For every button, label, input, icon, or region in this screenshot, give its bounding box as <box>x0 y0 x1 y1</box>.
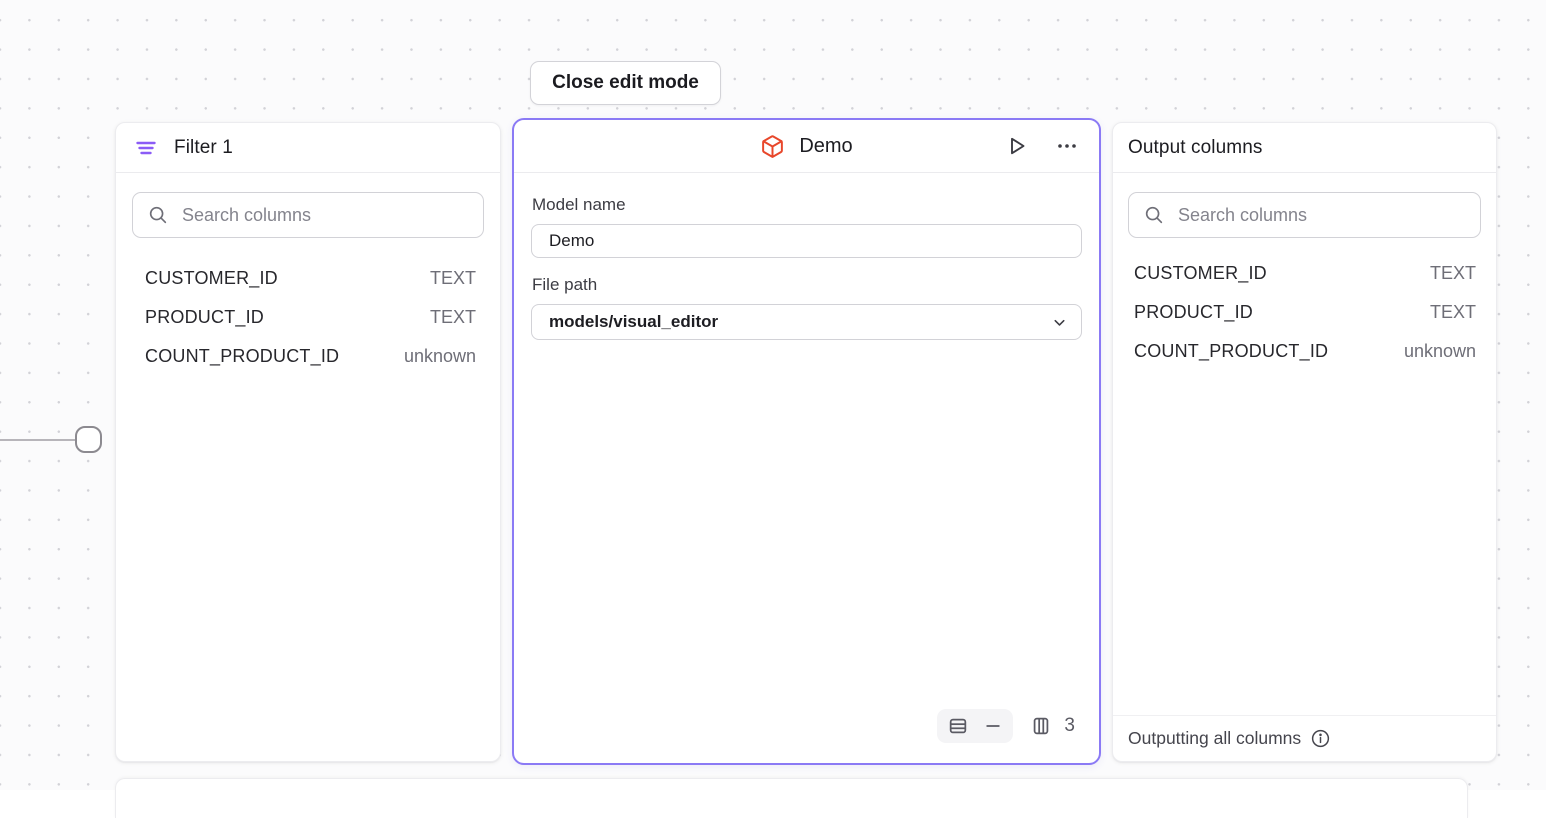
filter-node-panel[interactable]: Filter 1 CUSTOMER_ID TEXT PRODUCT_ID TEX… <box>115 122 501 762</box>
filter-lines-icon <box>134 136 158 160</box>
model-node-body: Model name File path models/visual_edito… <box>514 173 1099 763</box>
column-name: CUSTOMER_ID <box>1134 263 1267 283</box>
file-path-value: models/visual_editor <box>549 312 719 331</box>
column-row[interactable]: PRODUCT_ID TEXT <box>116 298 500 337</box>
model-name-label: Model name <box>532 195 626 214</box>
column-name: CUSTOMER_ID <box>145 268 278 288</box>
model-title-group: Demo <box>760 134 853 159</box>
output-columns-title: Output columns <box>1128 136 1263 158</box>
show-rows-preview-button[interactable] <box>947 715 969 737</box>
output-columns-header: Output columns <box>1113 123 1496 173</box>
more-options-button[interactable] <box>1051 130 1083 162</box>
column-name: COUNT_PRODUCT_ID <box>145 346 340 366</box>
bottom-panel-edge[interactable] <box>115 778 1468 818</box>
search-icon <box>1145 206 1163 224</box>
file-path-label: File path <box>532 275 598 294</box>
run-model-button[interactable] <box>1001 130 1033 162</box>
edge-connector-line <box>0 439 76 441</box>
column-row[interactable]: PRODUCT_ID TEXT <box>1113 293 1496 332</box>
column-name: PRODUCT_ID <box>1134 302 1254 322</box>
output-search-box[interactable] <box>1128 192 1481 238</box>
column-type: TEXT <box>1429 263 1476 283</box>
column-row[interactable]: CUSTOMER_ID TEXT <box>1113 254 1496 293</box>
filter-node-header: Filter 1 <box>116 123 500 173</box>
hide-preview-button[interactable] <box>983 716 1003 736</box>
table-rows-icon <box>950 718 967 734</box>
edge-connector-handle[interactable] <box>75 426 102 453</box>
column-type: unknown <box>1403 341 1476 361</box>
column-type: unknown <box>403 346 476 366</box>
cube-icon <box>760 134 785 159</box>
columns-count: 3 <box>1064 715 1075 736</box>
play-icon <box>1011 137 1025 155</box>
model-node-panel[interactable]: Demo Model name File path mod <box>512 118 1101 765</box>
filter-column-list: CUSTOMER_ID TEXT PRODUCT_ID TEXT COUNT_P… <box>116 259 500 376</box>
model-node-footer: 3 <box>531 709 1082 749</box>
chevron-down-icon <box>1054 319 1065 326</box>
info-icon[interactable] <box>1310 728 1331 749</box>
model-name-input[interactable] <box>531 224 1082 258</box>
model-node-header: Demo <box>514 120 1099 173</box>
filter-search-box[interactable] <box>132 192 484 238</box>
filter-search-input[interactable] <box>180 203 469 227</box>
ellipsis-icon <box>1058 144 1076 148</box>
preview-toggle-group <box>937 709 1014 743</box>
close-edit-mode-button[interactable]: Close edit mode <box>530 61 721 105</box>
output-search-input[interactable] <box>1176 203 1466 227</box>
table-columns-icon <box>1034 717 1049 735</box>
column-name: PRODUCT_ID <box>145 307 265 327</box>
column-row[interactable]: COUNT_PRODUCT_ID unknown <box>116 337 500 376</box>
filter-node-title: Filter 1 <box>174 136 233 158</box>
search-icon <box>149 206 167 224</box>
column-name: COUNT_PRODUCT_ID <box>1134 341 1329 361</box>
column-type: TEXT <box>429 268 476 288</box>
minus-icon <box>986 725 1001 727</box>
column-row[interactable]: CUSTOMER_ID TEXT <box>116 259 500 298</box>
model-header-actions <box>853 130 1083 162</box>
output-column-list: CUSTOMER_ID TEXT PRODUCT_ID TEXT COUNT_P… <box>1113 254 1496 371</box>
column-type: TEXT <box>429 307 476 327</box>
file-path-select[interactable]: models/visual_editor <box>531 304 1082 340</box>
output-columns-panel[interactable]: Output columns CUSTOMER_ID TEXT PRODUCT_… <box>1112 122 1497 762</box>
column-type: TEXT <box>1429 302 1476 322</box>
output-columns-footer: Outputting all columns <box>1113 715 1496 761</box>
output-footer-text: Outputting all columns <box>1128 728 1302 748</box>
columns-count-group[interactable]: 3 <box>1030 715 1075 737</box>
column-row[interactable]: COUNT_PRODUCT_ID unknown <box>1113 332 1496 371</box>
model-node-title: Demo <box>799 134 853 157</box>
